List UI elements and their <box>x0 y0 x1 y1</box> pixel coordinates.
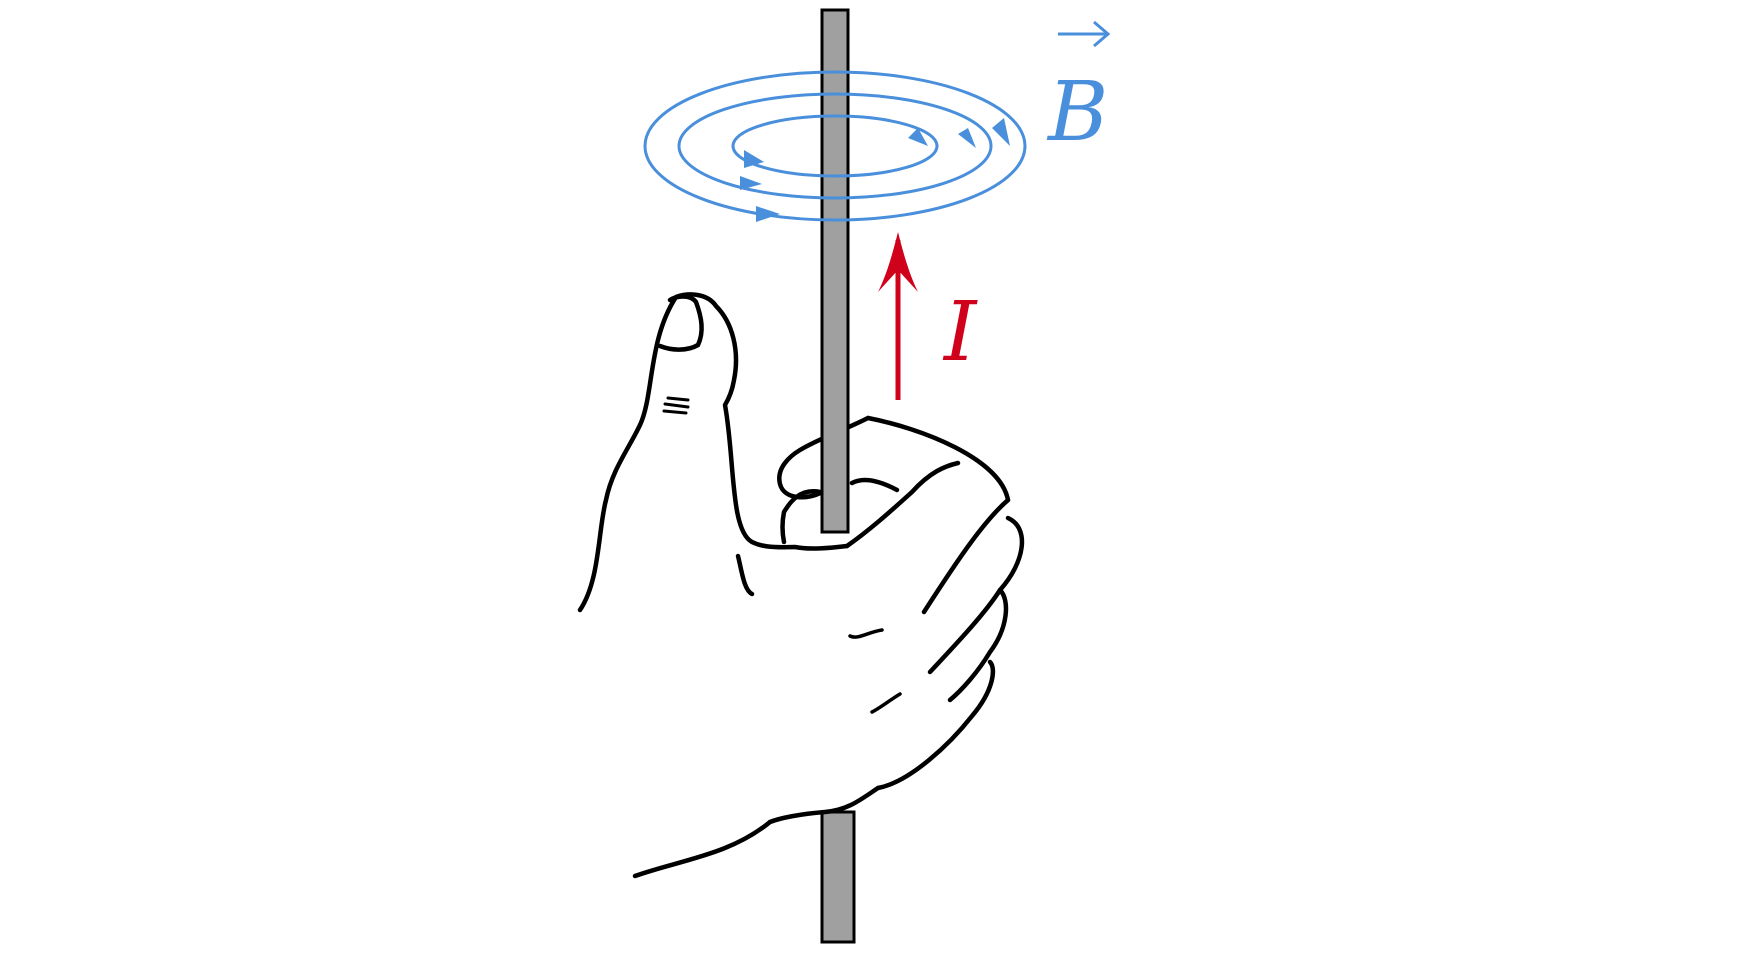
field-loop-middle <box>677 92 993 200</box>
arrowhead-icon <box>744 150 764 168</box>
arrowhead-icon <box>992 118 1010 146</box>
field-loop-inner <box>731 114 939 178</box>
current-arrow <box>878 232 918 400</box>
arrowhead-icon <box>740 176 762 190</box>
arrowhead-icon <box>908 128 928 146</box>
arrowhead-icon <box>756 206 780 222</box>
wire-upper <box>820 8 850 534</box>
wire-lower <box>820 810 856 944</box>
field-loop-outer <box>643 70 1027 222</box>
hand <box>577 292 1025 879</box>
field-vector-label: B <box>1046 20 1111 160</box>
current-label: I <box>942 285 978 380</box>
field-arrowheads <box>740 118 1010 222</box>
vector-arrow-icon <box>1093 20 1111 48</box>
arrowhead-icon <box>958 128 976 148</box>
magnetic-field-loops <box>643 70 1027 222</box>
field-label: B <box>1046 65 1108 160</box>
